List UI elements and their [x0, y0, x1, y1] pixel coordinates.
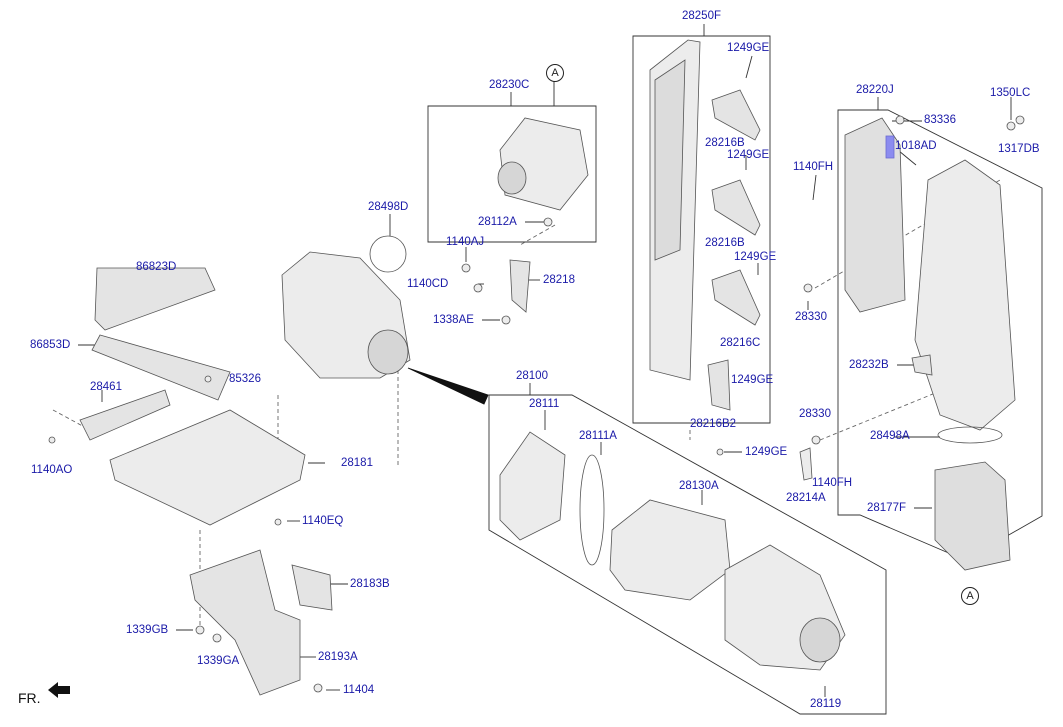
label-28193A: 28193A	[318, 651, 358, 663]
label-28498D: 28498D	[368, 201, 409, 213]
label-28177F: 28177F	[867, 502, 907, 514]
label-28216B-2: 28216B	[705, 237, 745, 249]
label-11404: 11404	[343, 684, 375, 696]
label-28216C: 28216C	[720, 337, 761, 349]
label-1140AO: 1140AO	[31, 464, 73, 476]
label-1249GE-3: 1249GE	[734, 251, 777, 263]
label-1018AD: 1018AD	[895, 140, 937, 152]
label-28214A: 28214A	[786, 492, 826, 504]
label-28112A: 28112A	[478, 216, 517, 228]
label-85326: 85326	[229, 373, 261, 385]
label-28183B: 28183B	[350, 578, 390, 590]
label-1140EQ: 1140EQ	[302, 515, 344, 527]
label-1249GE-5: 1249GE	[745, 446, 788, 458]
label-28111: 28111	[529, 398, 560, 410]
label-1317DB: 1317DB	[998, 143, 1040, 155]
label-28220J: 28220J	[856, 84, 894, 96]
label-28250F: 28250F	[682, 10, 722, 22]
label-86823D: 86823D	[136, 261, 177, 273]
label-28119: 28119	[810, 698, 842, 710]
label-1140FH-2: 1140FH	[812, 477, 853, 489]
label-28130A: 28130A	[679, 480, 719, 492]
label-86853D: 86853D	[30, 339, 71, 351]
fr-arrow-icon	[48, 682, 70, 698]
label-28330-1: 28330	[795, 311, 827, 323]
label-28111A: 28111A	[579, 430, 617, 442]
label-1249GE-2: 1249GE	[727, 149, 770, 161]
label-1140FH-1: 1140FH	[793, 161, 834, 173]
box-28230C	[427, 105, 597, 243]
ref-marker-a-bottom: A	[961, 587, 979, 605]
label-28100: 28100	[516, 370, 548, 382]
label-1339GB: 1339GB	[126, 624, 169, 636]
label-28330-2: 28330	[799, 408, 831, 420]
label-1140AJ: 1140AJ	[446, 236, 485, 248]
label-28498A: 28498A	[870, 430, 910, 442]
label-28181: 28181	[341, 457, 373, 469]
box-28250F	[632, 35, 771, 424]
label-28216B-1: 28216B	[705, 137, 745, 149]
label-1350LC: 1350LC	[990, 87, 1031, 99]
label-1338AE: 1338AE	[433, 314, 474, 326]
label-1249GE-4: 1249GE	[731, 374, 774, 386]
label-1249GE-1: 1249GE	[727, 42, 770, 54]
front-direction-label: FR.	[18, 690, 41, 706]
label-28216B2: 28216B2	[690, 418, 737, 430]
label-28218: 28218	[543, 274, 575, 286]
label-83336: 83336	[924, 114, 956, 126]
label-1339GA: 1339GA	[197, 655, 240, 667]
label-28230C: 28230C	[489, 79, 530, 91]
label-28461: 28461	[90, 381, 122, 393]
ref-marker-a-top: A	[546, 64, 564, 82]
box-28100	[488, 394, 887, 715]
label-28232B: 28232B	[849, 359, 889, 371]
label-1140CD: 1140CD	[407, 278, 449, 290]
